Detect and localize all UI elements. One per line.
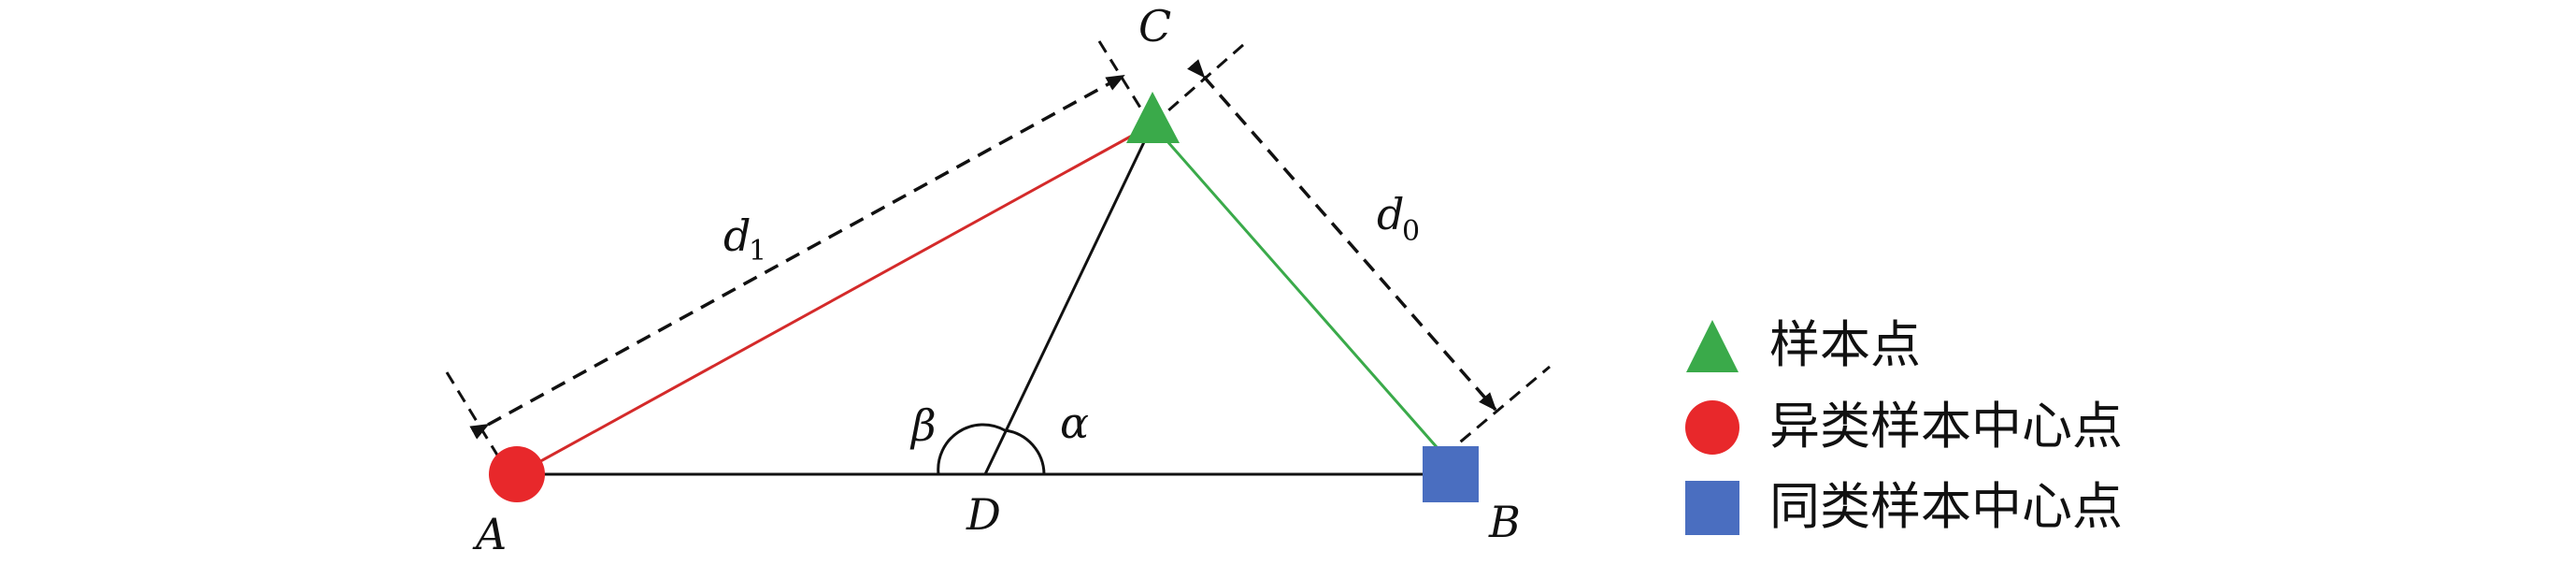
triangle-icon [1686, 320, 1739, 372]
point-C-marker-triangle [1126, 92, 1180, 143]
circle-icon [1685, 400, 1739, 455]
label-d0-subscript: 0 [1402, 215, 1420, 248]
label-d0-symbol: d [1377, 189, 1404, 239]
legend-item-heterogeneous-center: 异类样本中心点 [1685, 397, 2123, 456]
label-point-A: A [472, 509, 507, 559]
legend-label-heterogeneous-center: 异类样本中心点 [1769, 397, 2123, 456]
point-B-marker-square [1423, 446, 1479, 502]
angle-arc-alpha [1004, 428, 1046, 475]
label-angle-alpha: α [1060, 398, 1089, 448]
label-point-C: C [1138, 1, 1171, 51]
segment-CB [1151, 123, 1446, 456]
label-d0: d 0 [1377, 189, 1420, 248]
legend-item-homogeneous-center: 同类样本中心点 [1685, 477, 2123, 536]
d0-dimension-arrow [1187, 59, 1497, 412]
label-point-D: D [966, 489, 1001, 540]
d1-extension-C [1097, 40, 1150, 121]
label-d1-symbol: d [723, 210, 751, 261]
label-d1: d 1 [723, 210, 766, 268]
d1-extension-A [445, 371, 500, 457]
segment-AC [516, 123, 1153, 476]
legend-label-sample-point: 样本点 [1769, 315, 1921, 374]
legend: 样本点 异类样本中心点 同类样本中心点 [1685, 315, 2123, 536]
d0-extension-B [1443, 365, 1551, 457]
d1-dimension-arrow [469, 74, 1125, 440]
label-d1-subscript: 1 [749, 235, 766, 268]
d0-extension-C [1152, 43, 1244, 126]
point-A-marker-circle [489, 446, 545, 502]
legend-label-homogeneous-center: 同类样本中心点 [1769, 477, 2123, 536]
angle-arc-beta [937, 423, 1006, 475]
label-point-B: B [1488, 497, 1521, 547]
label-angle-beta: β [909, 400, 937, 451]
square-icon [1685, 481, 1739, 535]
legend-item-sample-point: 样本点 [1686, 315, 1921, 374]
